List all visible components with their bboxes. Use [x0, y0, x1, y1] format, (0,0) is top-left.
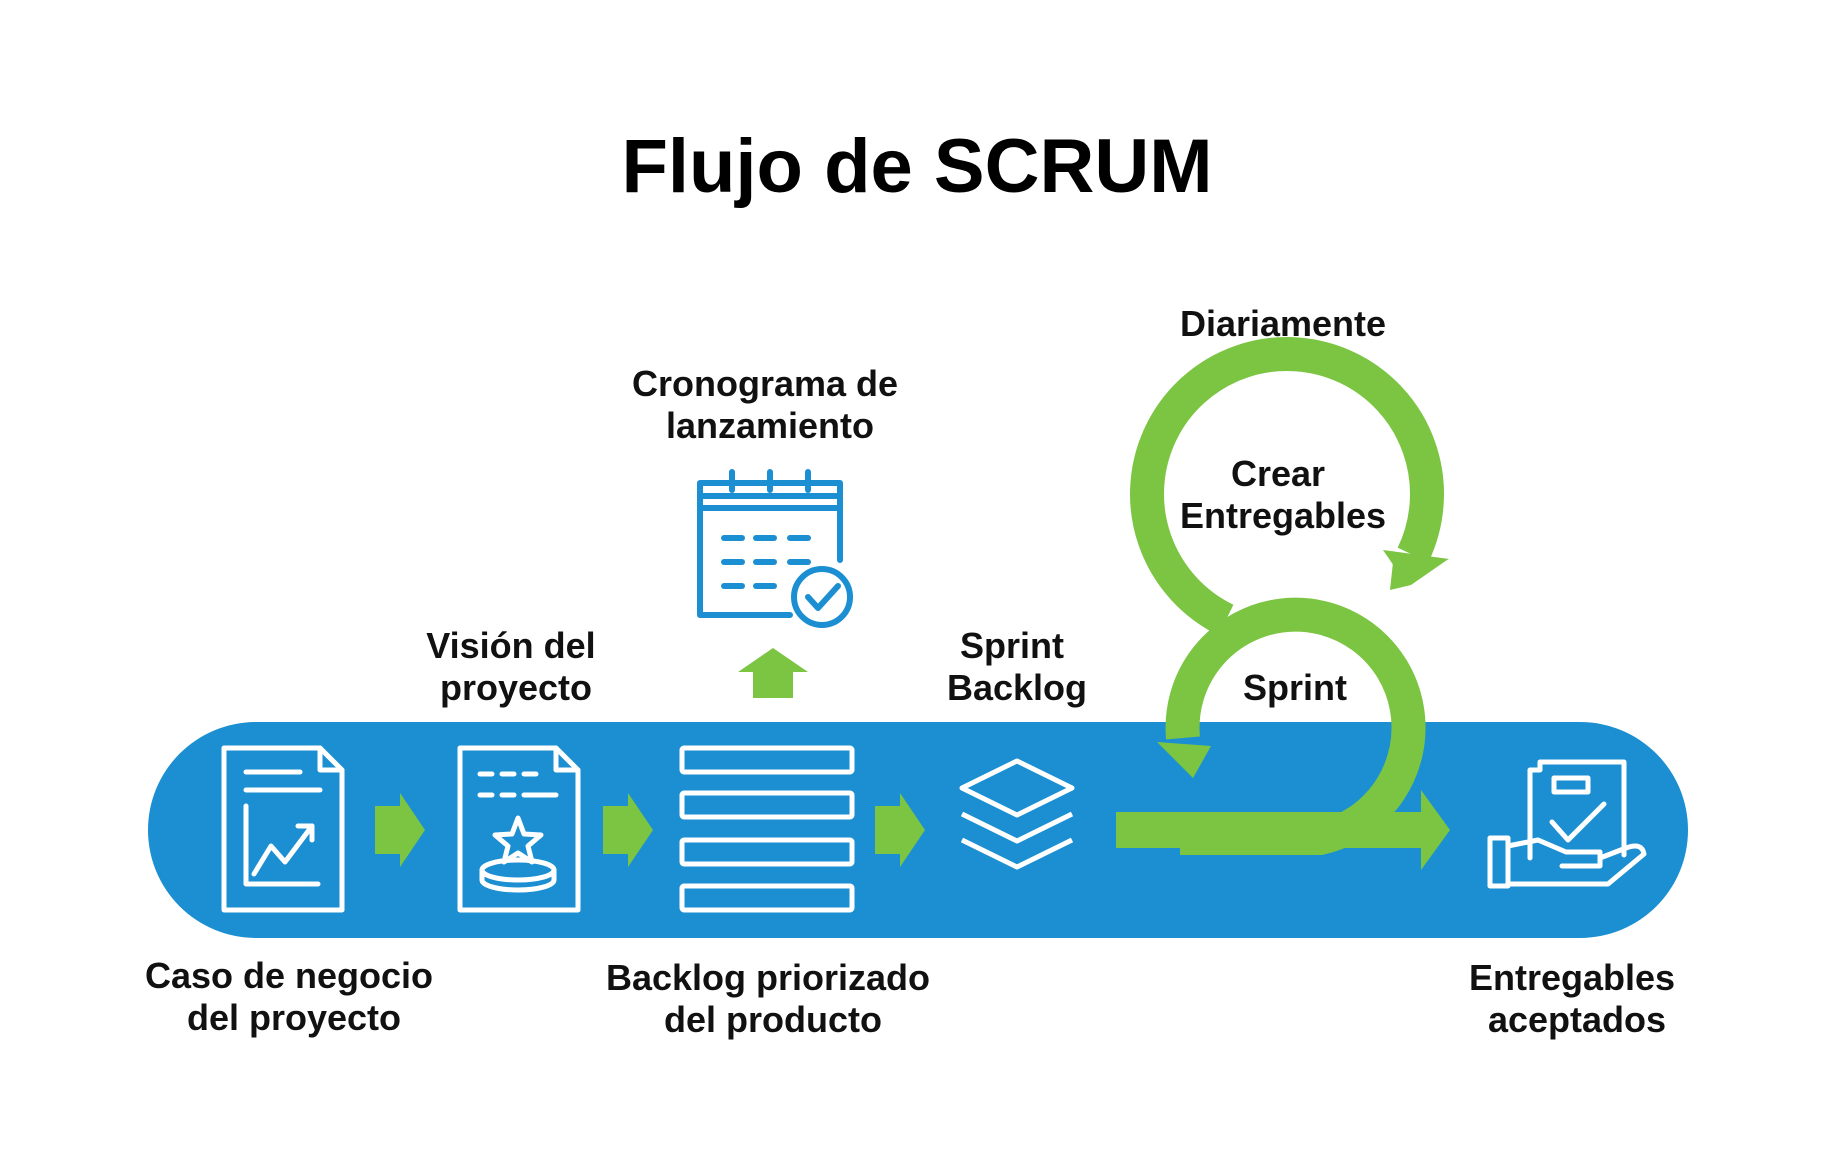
release-up-arrow — [738, 648, 808, 698]
stage-label-sprint-backlog: Sprint Backlog — [947, 625, 1087, 708]
flow-arrow-3 — [875, 793, 925, 867]
page-title: Flujo de SCRUM — [621, 124, 1212, 209]
flow-arrow-2 — [603, 793, 653, 867]
daily-label: Diariamente — [1180, 303, 1386, 344]
flow-arrow-1 — [375, 793, 425, 867]
sprint-label: Sprint — [1243, 667, 1347, 708]
layers-icon — [959, 758, 1075, 870]
main-flow-arrow — [1116, 790, 1450, 870]
create-deliverables-label: Crear Entregables — [1180, 453, 1386, 536]
daily-loop-arrow — [1130, 337, 1449, 636]
backlog-list-icon — [679, 745, 855, 913]
stage-label-business-case: Caso de negocio del proyecto — [145, 955, 443, 1038]
sprint-loop-arrow — [1157, 597, 1426, 855]
calendar-check-icon — [697, 469, 853, 628]
stage-label-project-vision: Visión del proyecto — [426, 625, 605, 708]
stage-label-accepted-deliverables: Entregables aceptados — [1469, 957, 1685, 1040]
stage-label-product-backlog: Backlog priorizado del producto — [606, 957, 940, 1040]
star-document-icon — [457, 745, 581, 913]
hand-deliverable-icon — [1487, 759, 1647, 889]
chart-document-icon — [221, 745, 345, 913]
release-schedule-label: Cronograma de lanzamiento — [632, 363, 908, 446]
